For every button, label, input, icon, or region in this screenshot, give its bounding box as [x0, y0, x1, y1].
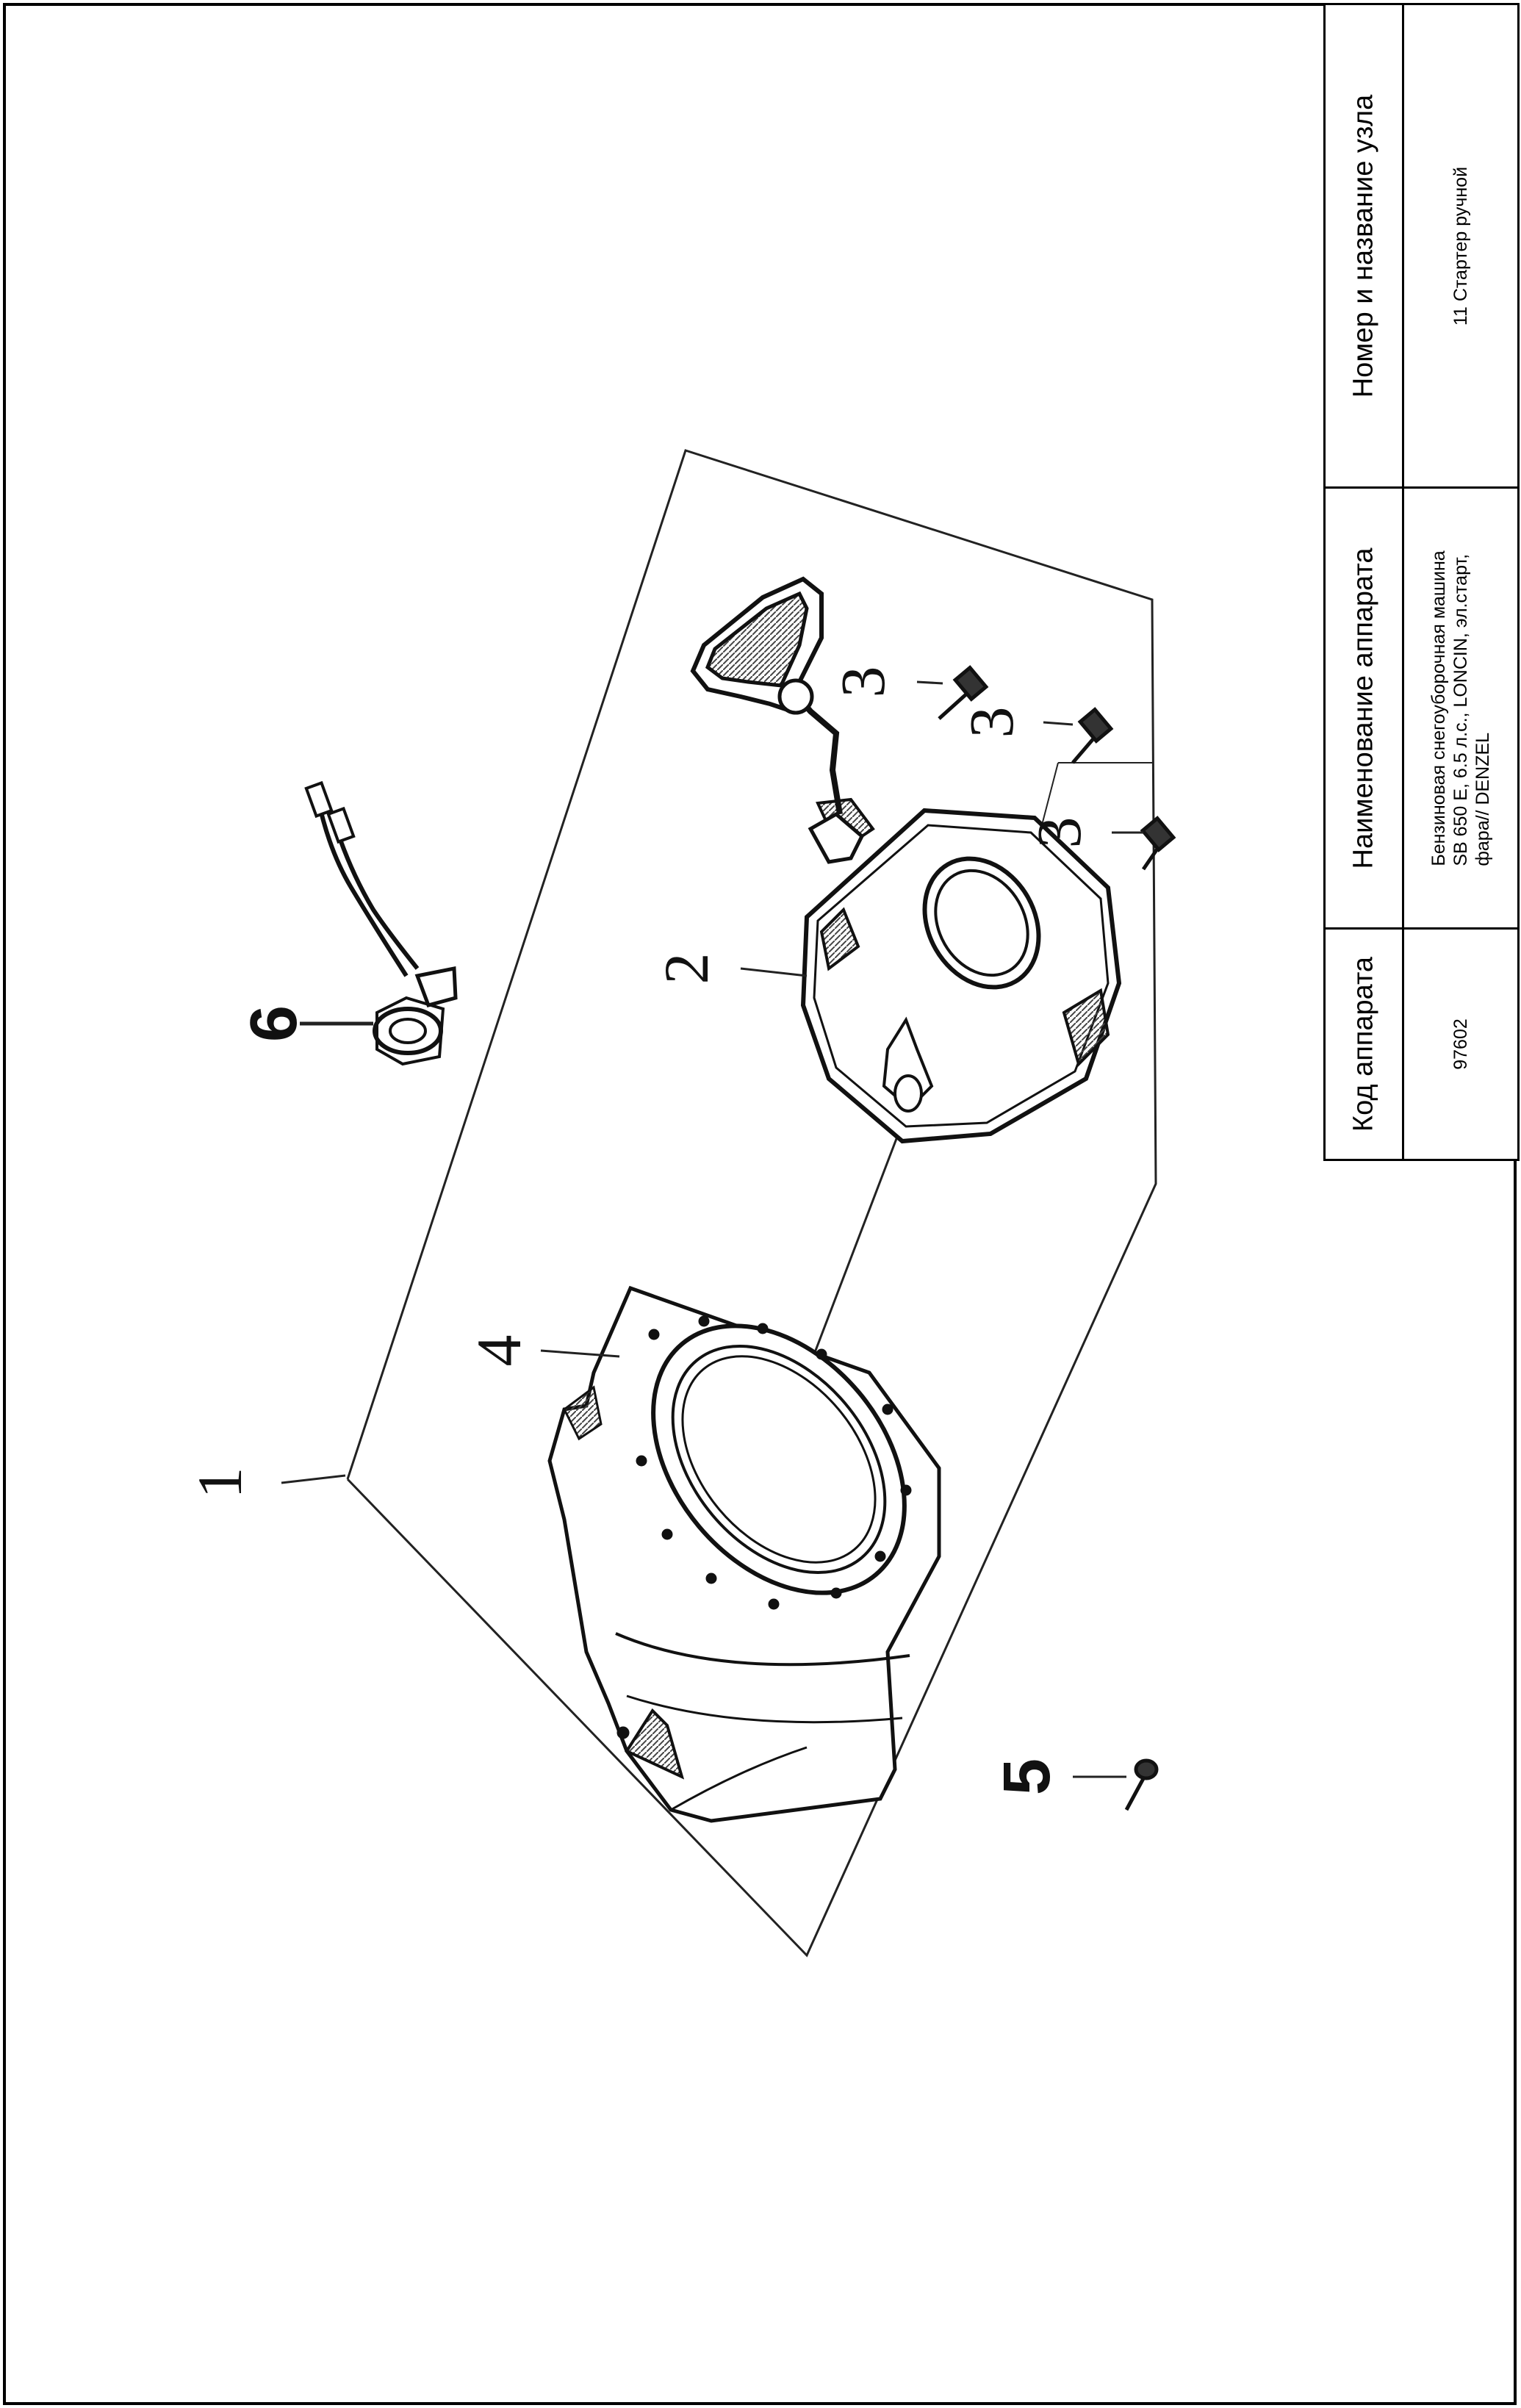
callout-1: 1 [184, 1467, 255, 1499]
screw-part-3 [1071, 707, 1114, 764]
start-switch-part-6 [304, 780, 458, 1066]
screw-part-3 [938, 665, 989, 720]
value-apparatus-name: Бензиновая снегоуборочная машина SB 650 … [1402, 486, 1520, 930]
value-apparatus-code: 97602 [1402, 927, 1520, 1161]
callout-3: 3 [1024, 817, 1094, 849]
fan-housing-part-4 [547, 1285, 941, 1823]
screw-part-5 [1124, 1758, 1159, 1811]
apparatus-line-3: фара// DENZEL [1473, 732, 1493, 866]
apparatus-line-1: Бензиновая снегоуборочная машина [1428, 550, 1449, 866]
drawing-sheet: 1 2 3 3 3 4 5 6 Номер и название узла 11… [3, 3, 1520, 2405]
callout-6: 6 [237, 1005, 311, 1042]
value-node-number-name: 11 Стартер ручной [1402, 3, 1520, 489]
header-apparatus-name: Наименование аппарата [1323, 486, 1404, 930]
starter-handle [690, 576, 865, 864]
callout-4: 4 [464, 1335, 534, 1367]
callout-3: 3 [827, 666, 898, 698]
callout-5: 5 [990, 1758, 1064, 1795]
exploded-parts-diagram: 1 2 3 3 3 4 5 6 [184, 449, 1176, 1958]
header-apparatus-code: Код аппарата [1323, 927, 1404, 1161]
assembly-bracket [346, 449, 1157, 1958]
apparatus-line-2: SB 650 E, 6.5 л.с., LONCIN, эл.старт, [1450, 553, 1471, 866]
header-node-number-name: Номер и название узла [1323, 3, 1404, 489]
recoil-starter-part-2 [800, 797, 1122, 1144]
screw-part-3 [1140, 816, 1176, 871]
callout-3: 3 [956, 707, 1026, 738]
callout-2: 2 [651, 953, 722, 985]
